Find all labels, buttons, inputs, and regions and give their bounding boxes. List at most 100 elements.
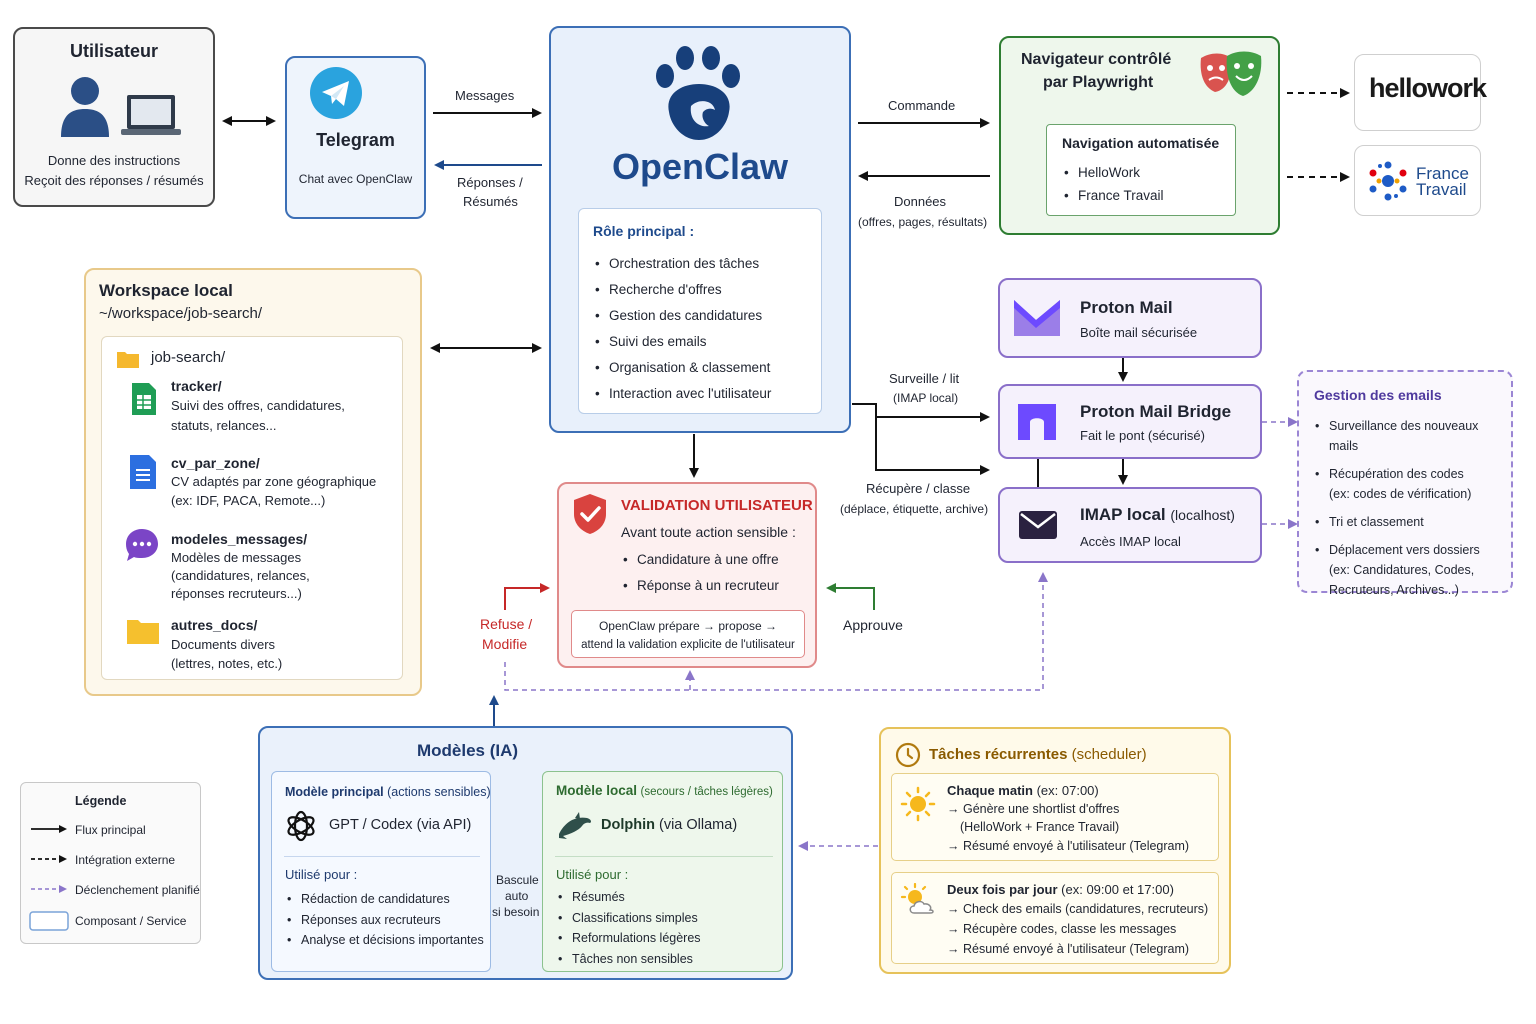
nav-item-hellowork: HelloWork — [1062, 161, 1164, 184]
models-title: Modèles (IA) — [417, 741, 519, 760]
main-model-panel: Modèle principal (actions sensibles) GPT… — [271, 771, 491, 972]
legend-title: Légende — [75, 794, 127, 808]
local-model-item: Tâches non sensibles — [556, 949, 701, 970]
main-model-item: Analyse et décisions importantes — [285, 930, 484, 951]
label-recupere-1: Récupère / classe — [866, 481, 971, 496]
autres-desc-2: (lettres, notes, etc.) — [171, 656, 283, 671]
folder-root-label: job-search/ — [151, 349, 226, 366]
browser-title-2: par Playwright — [1043, 74, 1154, 91]
openai-icon — [287, 810, 315, 842]
validation-note-1: OpenClaw prépare → propose → — [598, 619, 778, 633]
main-model-used-for: Utilisé pour : — [285, 867, 358, 882]
proton-bridge-title: Proton Mail Bridge — [1080, 402, 1232, 421]
role-item: Interaction avec l'utilisateur — [593, 381, 771, 407]
envelope-icon — [1019, 511, 1057, 539]
user-line2: Reçoit des réponses / résumés — [24, 173, 204, 188]
local-model-panel: Modèle local (secours / tâches légères) … — [542, 771, 783, 972]
cv-desc-1: CV adaptés par zone géographique — [171, 474, 377, 489]
local-model-title-suffix: (secours / tâches légères) — [640, 786, 773, 798]
sun-cloud-icon — [900, 883, 934, 914]
bascule-line1: Bascule — [496, 873, 539, 887]
person-icon — [61, 77, 109, 137]
twice-task-title: Deux fois par jour (ex: 09:00 et 17:00) — [947, 882, 1174, 897]
role-item: Suivi des emails — [593, 329, 771, 355]
local-model-item: Résumés — [556, 887, 701, 908]
local-model-item: Classifications simples — [556, 908, 701, 929]
email-mgmt-item: Récupération des codes(ex: codes de véri… — [1313, 464, 1511, 504]
hellowork-logo-box: hellowork — [1354, 54, 1487, 131]
label-commande: Commande — [888, 98, 956, 113]
morning-task-title-suffix: (ex: 07:00) — [1036, 783, 1099, 798]
validation-intro: Avant toute action sensible : — [621, 524, 796, 540]
validation-title: VALIDATION UTILISATEUR — [621, 497, 813, 514]
proton-mail-subtitle: Boîte mail sécurisée — [1080, 325, 1198, 340]
clock-icon — [895, 742, 921, 768]
hellowork-logo: hellowork — [1369, 73, 1487, 103]
models-box: Modèles (IA) Modèle principal (actions s… — [258, 726, 793, 980]
local-model-used-for: Utilisé pour : — [556, 867, 629, 882]
telegram-subtitle: Chat avec OpenClaw — [298, 172, 413, 186]
label-refuse-1: Refuse / — [480, 616, 533, 632]
label-messages: Messages — [455, 88, 515, 103]
theater-masks-icon — [1200, 51, 1262, 96]
email-mgmt-item: Déplacement vers dossiers(ex: Candidatur… — [1313, 540, 1511, 600]
modeles-desc-2: (candidatures, relances, — [171, 568, 310, 583]
morning-task-line-1: → Génère une shortlist d'offres — [947, 802, 1120, 816]
main-model-title-main: Modèle principal — [285, 785, 384, 799]
main-model-title: Modèle principal (actions sensibles) — [285, 785, 491, 799]
browser-title-1: Navigateur contrôlé — [1021, 51, 1172, 68]
folder-icon — [127, 620, 159, 644]
main-model-name: GPT / Codex (via API) — [329, 817, 472, 833]
label-surveille-2: (IMAP local) — [893, 391, 959, 405]
paw-icon — [656, 46, 740, 140]
nav-list: HelloWork France Travail — [1062, 161, 1164, 207]
autres-desc-1: Documents divers — [171, 637, 276, 652]
proton-mail-title: Proton Mail — [1080, 298, 1173, 317]
france-travail-logo-icon — [1369, 161, 1407, 201]
tasks-title: Tâches récurrentes (scheduler) — [929, 746, 1147, 763]
user-box: Utilisateur Donne des instructions Reçoi… — [13, 27, 215, 207]
imap-subtitle: Accès IMAP local — [1080, 534, 1181, 549]
imap-title: IMAP local (localhost) — [1080, 505, 1235, 525]
imap-title-main: IMAP local — [1080, 505, 1166, 524]
chat-bubble-icon — [126, 529, 158, 561]
legend-item-component: Composant / Service — [75, 914, 187, 928]
role-item: Orchestration des tâches — [593, 251, 771, 277]
laptop-icon — [121, 95, 181, 135]
modeles-desc-1: Modèles de messages — [171, 550, 302, 565]
local-model-title: Modèle local (secours / tâches légères) — [556, 783, 773, 798]
label-donnees-2: (offres, pages, résultats) — [858, 215, 988, 229]
spreadsheet-icon — [132, 383, 156, 415]
main-model-divider — [284, 856, 480, 857]
modeles-name: modeles_messages/ — [171, 531, 308, 547]
email-management-box: Gestion des emails Surveillance des nouv… — [1297, 370, 1513, 597]
user-line1: Donne des instructions — [47, 153, 181, 168]
local-model-list: Résumés Classifications simples Reformul… — [556, 887, 701, 969]
label-recupere-2: (déplace, étiquette, archive) — [840, 502, 989, 516]
openclaw-box: OpenClaw Rôle principal : Orchestration … — [549, 26, 851, 433]
validation-list: Candidature à une offre Réponse à un rec… — [621, 547, 779, 599]
twice-task-line-3: → Résumé envoyé à l'utilisateur (Telegra… — [947, 942, 1190, 956]
main-model-item: Rédaction de candidatures — [285, 889, 484, 910]
telegram-icon — [310, 67, 362, 119]
dolphin-icon — [559, 812, 591, 839]
label-refuse-2: Modifie — [482, 636, 528, 652]
local-model-name-suffix: (via Ollama) — [659, 817, 738, 833]
morning-task-title-main: Chaque matin — [947, 783, 1033, 798]
workspace-title: Workspace local — [99, 281, 233, 300]
local-model-name-main: Dolphin — [601, 817, 655, 833]
telegram-box: Telegram Chat avec OpenClaw — [285, 56, 426, 219]
legend-item-scheduled: Déclenchement planifié — [75, 883, 200, 897]
email-mgmt-title: Gestion des emails — [1314, 387, 1442, 403]
email-mgmt-item: Tri et classement — [1313, 512, 1511, 532]
france-travail-logo-box: France Travail — [1354, 145, 1481, 216]
bridge-icon — [1018, 404, 1056, 440]
role-title: Rôle principal : — [593, 223, 695, 239]
folder-tree: job-search/ tracker/ Suivi des offres, c… — [101, 336, 403, 680]
main-model-item: Réponses aux recruteurs — [285, 910, 484, 931]
label-surveille-1: Surveille / lit — [889, 371, 960, 386]
role-item: Organisation & classement — [593, 355, 771, 381]
imap-box: IMAP local (localhost) Accès IMAP local — [998, 487, 1262, 563]
label-donnees-1: Données — [894, 194, 947, 209]
validation-note-2: attend la validation explicite de l'util… — [581, 639, 795, 651]
